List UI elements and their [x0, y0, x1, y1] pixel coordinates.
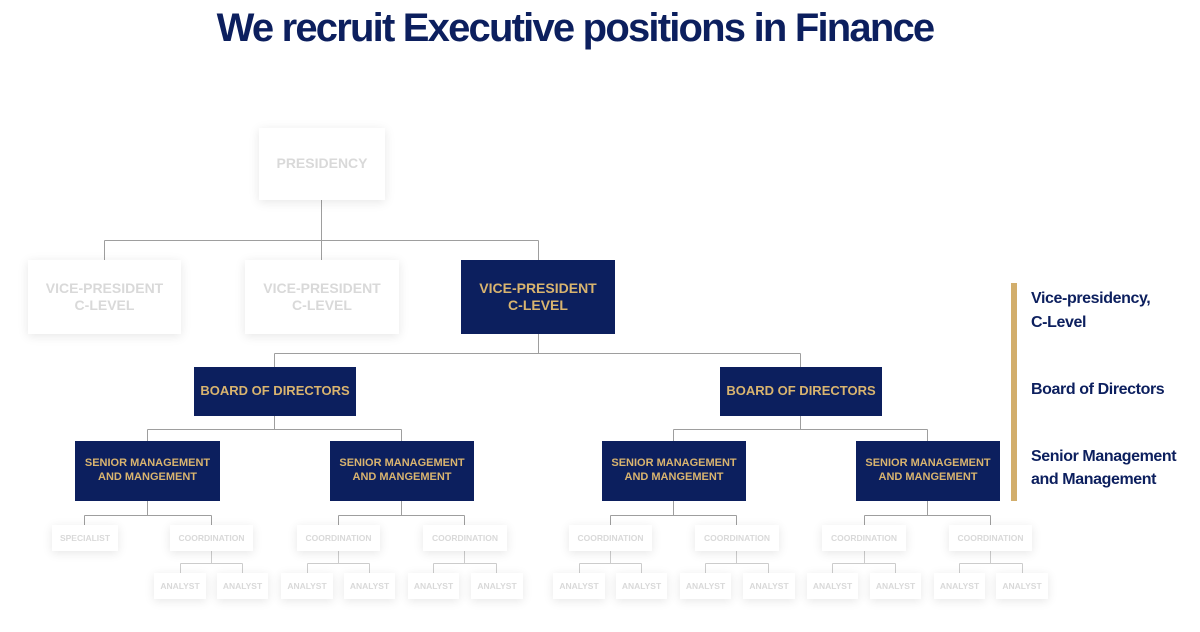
analyst-node: ANALYST	[743, 573, 795, 599]
legend-senior-management: Senior Management and Management	[1031, 448, 1177, 489]
specialist-node: SPECIALIST	[52, 525, 118, 551]
analyst-node: ANALYST	[471, 573, 523, 599]
legend-bar	[1011, 283, 1017, 501]
page-title: We recruit Executive positions in Financ…	[216, 6, 936, 50]
analyst-node: ANALYST	[996, 573, 1048, 599]
analyst-node: ANALYST	[553, 573, 605, 599]
presidency-node: PRESIDENCY	[259, 128, 385, 200]
senior-management-node: SENIOR MANAGEMENT AND MANGEMENT	[602, 441, 746, 501]
analyst-node: ANALYST	[408, 573, 459, 599]
analyst-node: ANALYST	[344, 573, 395, 599]
analyst-node: ANALYST	[807, 573, 858, 599]
coordination-node: COORDINATION	[423, 525, 507, 551]
analyst-node: ANALYST	[217, 573, 268, 599]
analyst-node: ANALYST	[154, 573, 206, 599]
coordination-node: COORDINATION	[695, 525, 779, 551]
analyst-node: ANALYST	[616, 573, 667, 599]
senior-management-node: SENIOR MANAGEMENT AND MANGEMENT	[856, 441, 1000, 501]
analyst-node: ANALYST	[281, 573, 333, 599]
legend-vice-presidency: Vice-presidency, C-Level	[1031, 290, 1151, 331]
vice-president-node-highlighted: VICE-PRESIDENT C-LEVEL	[461, 260, 615, 334]
legend-board-of-directors: Board of Directors	[1031, 381, 1165, 398]
coordination-node: COORDINATION	[170, 525, 253, 551]
vice-president-node: VICE-PRESIDENT C-LEVEL	[245, 260, 399, 334]
coordination-node: COORDINATION	[569, 525, 652, 551]
coordination-node: COORDINATION	[822, 525, 906, 551]
analyst-node: ANALYST	[680, 573, 731, 599]
vice-president-node: VICE-PRESIDENT C-LEVEL	[28, 260, 181, 334]
board-of-directors-node: BOARD OF DIRECTORS	[720, 367, 882, 416]
board-of-directors-node: BOARD OF DIRECTORS	[194, 367, 356, 416]
coordination-node: COORDINATION	[297, 525, 380, 551]
senior-management-node: SENIOR MANAGEMENT AND MANGEMENT	[75, 441, 220, 501]
analyst-node: ANALYST	[870, 573, 921, 599]
coordination-node: COORDINATION	[949, 525, 1032, 551]
analyst-node: ANALYST	[934, 573, 985, 599]
senior-management-node: SENIOR MANAGEMENT AND MANGEMENT	[330, 441, 474, 501]
